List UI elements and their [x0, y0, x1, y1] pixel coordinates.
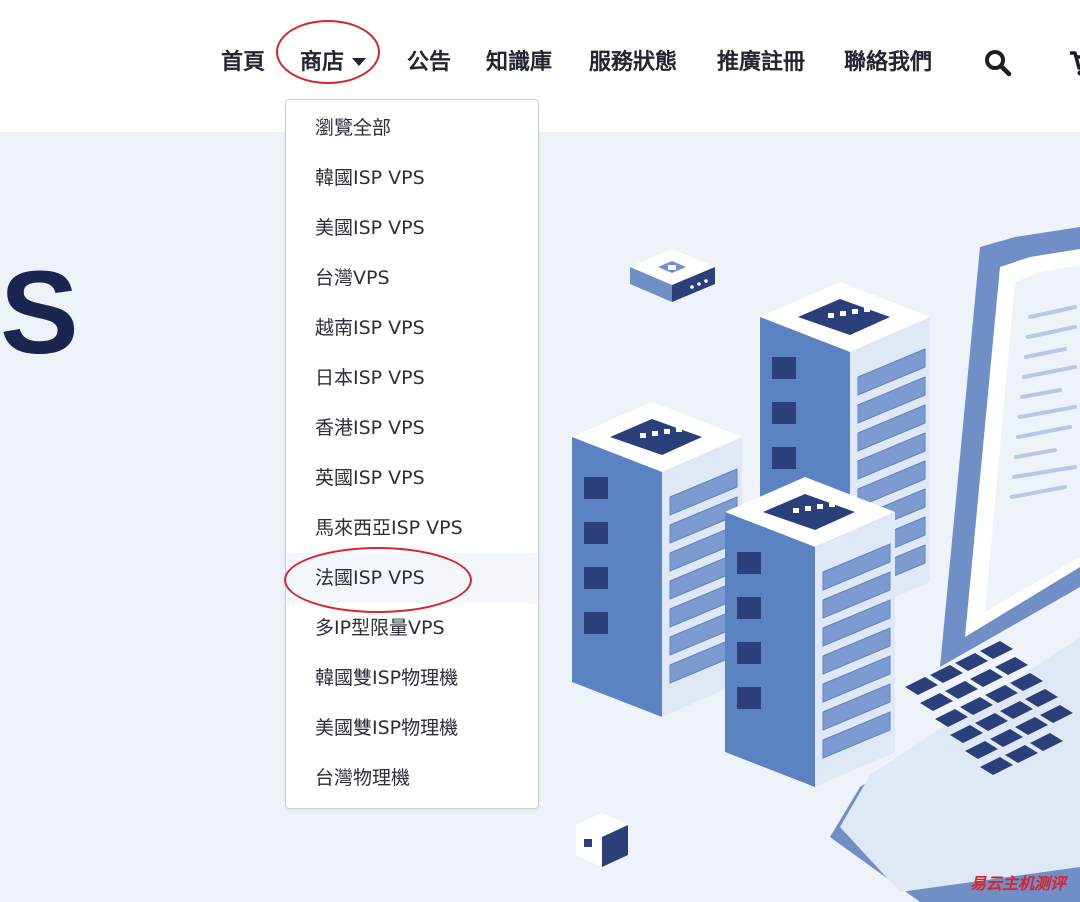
- menu-item-browse-all[interactable]: 瀏覽全部: [286, 103, 538, 153]
- menu-item-label: 台灣物理機: [315, 767, 411, 789]
- menu-item-label: 英國ISP VPS: [315, 467, 425, 489]
- menu-item-taiwan-dedicated[interactable]: 台灣物理機: [286, 753, 538, 803]
- nav-item-service-status[interactable]: 服務狀態: [589, 40, 677, 86]
- menu-item-us-isp-vps[interactable]: 美國ISP VPS: [286, 203, 538, 253]
- menu-item-korea-isp-vps[interactable]: 韓國ISP VPS: [286, 153, 538, 203]
- menu-item-vietnam-isp-vps[interactable]: 越南ISP VPS: [286, 303, 538, 353]
- menu-item-label: 台灣VPS: [315, 267, 390, 289]
- nav-item-label: 商店: [300, 50, 345, 75]
- search-icon[interactable]: [983, 48, 1013, 78]
- nav-item-label: 推廣註冊: [717, 50, 806, 75]
- menu-item-japan-isp-vps[interactable]: 日本ISP VPS: [286, 353, 538, 403]
- menu-item-label: 瀏覽全部: [315, 117, 392, 139]
- menu-item-label: 韓國ISP VPS: [315, 167, 425, 189]
- nav-item-label: 公告: [407, 50, 452, 75]
- menu-item-hongkong-isp-vps[interactable]: 香港ISP VPS: [286, 403, 538, 453]
- menu-item-multi-ip-vps[interactable]: 多IP型限量VPS: [286, 603, 538, 653]
- menu-item-label: 越南ISP VPS: [315, 317, 425, 339]
- menu-item-label: 馬來西亞ISP VPS: [315, 517, 463, 539]
- menu-item-label: 美國雙ISP物理機: [315, 717, 459, 739]
- menu-item-label: 法國ISP VPS: [315, 567, 425, 589]
- menu-item-france-isp-vps[interactable]: 法國ISP VPS: [286, 553, 538, 603]
- laptop-illustration: [830, 227, 1080, 902]
- menu-item-malaysia-isp-vps[interactable]: 馬來西亞ISP VPS: [286, 503, 538, 553]
- menu-item-label: 香港ISP VPS: [315, 417, 425, 439]
- nav-item-store[interactable]: 商店: [300, 40, 367, 86]
- hero-title-fragment: S: [0, 247, 79, 379]
- nav-item-announcements[interactable]: 公告: [407, 40, 451, 86]
- nav-item-knowledgebase[interactable]: 知識庫: [486, 40, 552, 86]
- menu-item-taiwan-vps[interactable]: 台灣VPS: [286, 253, 538, 303]
- nav-item-home[interactable]: 首頁: [221, 40, 265, 86]
- store-dropdown-menu: 瀏覽全部 韓國ISP VPS 美國ISP VPS 台灣VPS 越南ISP VPS…: [285, 99, 539, 809]
- cube-illustration: [576, 813, 628, 867]
- router-illustration: [630, 249, 715, 302]
- menu-item-uk-isp-vps[interactable]: 英國ISP VPS: [286, 453, 538, 503]
- nav-item-contact[interactable]: 聯絡我們: [844, 40, 932, 86]
- watermark-text: 易云主机测评: [969, 874, 1066, 893]
- nav-item-label: 服務狀態: [589, 50, 678, 75]
- cart-icon[interactable]: [1068, 48, 1080, 78]
- menu-item-label: 日本ISP VPS: [315, 367, 425, 389]
- nav-item-label: 聯絡我們: [844, 50, 933, 75]
- hero-section: S: [0, 132, 1080, 902]
- server-illustration: [572, 227, 1080, 902]
- menu-item-korea-dual-isp-dedicated[interactable]: 韓國雙ISP物理機: [286, 653, 538, 703]
- caret-down-icon: [352, 57, 367, 66]
- menu-item-us-dual-isp-dedicated[interactable]: 美國雙ISP物理機: [286, 703, 538, 753]
- site-header: 首頁 商店 公告 知識庫 服務狀態 推廣註冊 聯絡我們: [0, 0, 1080, 132]
- nav-item-label: 知識庫: [486, 50, 553, 75]
- menu-item-label: 韓國雙ISP物理機: [315, 667, 459, 689]
- nav-item-affiliate[interactable]: 推廣註冊: [717, 40, 805, 86]
- menu-item-label: 美國ISP VPS: [315, 217, 425, 239]
- menu-item-label: 多IP型限量VPS: [315, 617, 445, 639]
- server-rack-left: [572, 402, 742, 717]
- main-nav: 首頁 商店 公告 知識庫 服務狀態 推廣註冊 聯絡我們: [0, 40, 1080, 86]
- server-rack-front: [725, 477, 895, 787]
- nav-item-label: 首頁: [221, 50, 266, 75]
